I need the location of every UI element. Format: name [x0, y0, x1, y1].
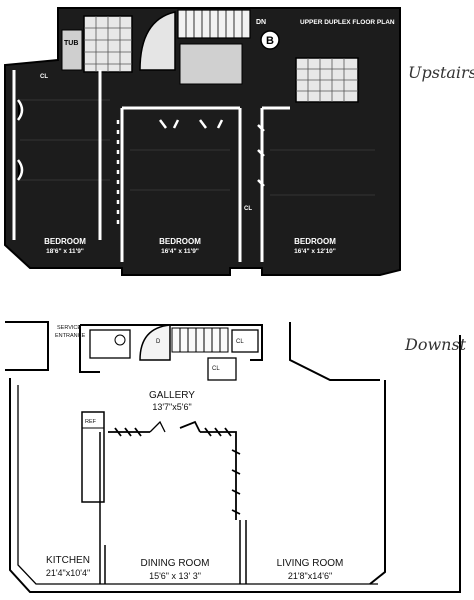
- living-dims: 21'8"x14'6": [288, 571, 332, 581]
- ref-unit: [81, 411, 105, 503]
- lower-wc: [89, 329, 131, 359]
- upper-closet-label-2: CL: [244, 206, 252, 212]
- bedroom-3-name: BEDROOM: [294, 237, 336, 246]
- tub-label: TUB: [64, 40, 78, 47]
- dn-label: DN: [256, 19, 266, 26]
- lower-outer-wall: [9, 335, 461, 593]
- service-entrance-block: [79, 324, 263, 373]
- upper-closet-label-1: CL: [40, 74, 48, 80]
- unit-b-badge-letter: B: [266, 35, 274, 47]
- entrance-label: ENTRANCE: [55, 333, 86, 339]
- lower-d-label: D: [156, 339, 161, 345]
- kitchen-dims: 21'4"x10'4": [46, 568, 90, 578]
- upper-hall: [179, 43, 243, 85]
- kitchen-name: KITCHEN: [46, 555, 90, 566]
- lower-stairs: [171, 327, 229, 353]
- upper-stairs: [177, 9, 251, 39]
- lower-closet-label-1: CL: [236, 339, 244, 345]
- gallery-name: GALLERY: [149, 390, 195, 401]
- lower-closet-2: [207, 357, 237, 381]
- bedroom-2-name: BEDROOM: [159, 237, 201, 246]
- dining-living-wall: [239, 520, 247, 584]
- bedroom-3-dims: 16'4" x 12'10": [294, 248, 336, 255]
- lower-stair-curve: [139, 324, 171, 361]
- lower-outer-wall-inner: [17, 385, 378, 585]
- upper-plan-title: UPPER DUPLEX FLOOR PLAN: [300, 19, 395, 26]
- living-name: LIVING ROOM: [277, 558, 344, 569]
- gallery-dims: 13'7"x5'6": [152, 402, 191, 412]
- stipple-texture: [20, 99, 375, 196]
- service-label: SERVICE: [57, 325, 81, 331]
- lower-closet-label-2: CL: [212, 366, 220, 372]
- bedroom-1-name: BEDROOM: [44, 237, 86, 246]
- stair-curve: [139, 11, 176, 71]
- lower-door-hatches: [108, 420, 241, 520]
- bedroom-1-dims: 18'6" x 11'9": [46, 248, 84, 255]
- upper-window-marks: [16, 99, 265, 230]
- lower-left-stub: [5, 321, 49, 371]
- unit-b-badge: [260, 30, 280, 50]
- ref-label: REF: [85, 419, 97, 425]
- bedroom-2-dims: 16'4" x 11'9": [161, 248, 199, 255]
- dining-name: DINING ROOM: [141, 558, 210, 569]
- upper-floor-plan: TUB DN B UPPER DUPLEX FLOOR PLAN: [4, 7, 401, 276]
- kitchen-dining-wall: [99, 545, 106, 584]
- wc-fixture: [114, 334, 126, 346]
- dining-dims: 15'6" x 13' 3": [149, 571, 201, 581]
- lower-right-stub: [289, 322, 380, 381]
- downstairs-note: Downst: [404, 335, 467, 354]
- upstairs-note: Upstairs: [408, 63, 474, 82]
- bath-tile-left: [61, 15, 133, 73]
- lower-closet: [231, 329, 259, 353]
- lower-floor-plan: [5, 321, 461, 593]
- bath-tile-right: [295, 57, 359, 103]
